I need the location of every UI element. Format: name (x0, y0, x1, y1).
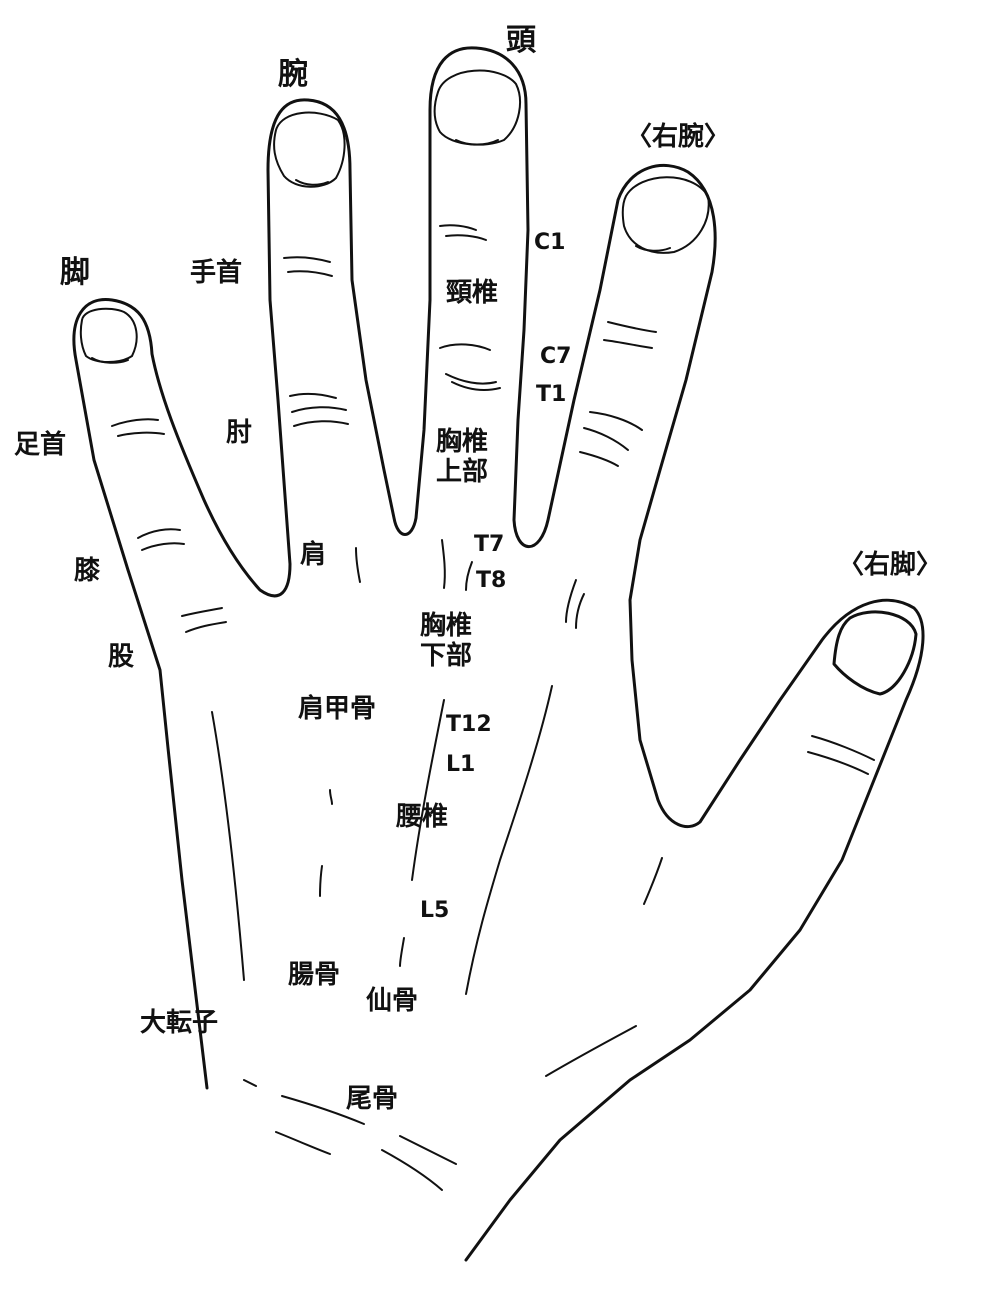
nail-middle (435, 71, 521, 145)
label-shoulder: 肩 (300, 542, 326, 568)
label-elbow: 肘 (226, 420, 252, 446)
label-l1: L1 (446, 754, 475, 776)
label-ankle: 足首 (14, 432, 66, 458)
label-sacrum: 仙骨 (366, 988, 418, 1014)
hand-outline (74, 48, 923, 1260)
label-thigh: 股 (108, 644, 134, 670)
label-trochanter: 大転子 (140, 1010, 218, 1036)
label-ilium: 腸骨 (288, 962, 340, 988)
label-cervical: 頸椎 (446, 280, 498, 306)
nail-index (623, 177, 709, 253)
label-scapula: 肩甲骨 (298, 696, 376, 722)
label-thoracic-upper-line2: 上部 (436, 458, 488, 488)
label-lumbar: 腰椎 (396, 804, 448, 830)
label-knee: 膝 (74, 558, 100, 584)
label-c1: C1 (534, 232, 565, 254)
label-t7: T7 (474, 534, 504, 556)
label-l5: L5 (420, 900, 449, 922)
nail-ring (274, 113, 345, 187)
label-thoracic-lower: 胸椎 下部 (420, 612, 472, 672)
label-t1: T1 (536, 384, 566, 406)
label-c7: C7 (540, 346, 571, 368)
finger-label-little: 脚 (60, 258, 90, 288)
finger-label-middle: 頭 (506, 26, 536, 56)
label-thoracic-upper: 胸椎 上部 (436, 428, 488, 488)
nail-little (81, 309, 137, 362)
finger-label-thumb: 〈右脚〉 (838, 552, 942, 578)
finger-label-ring: 腕 (278, 60, 308, 90)
label-thoracic-lower-line2: 下部 (420, 642, 472, 672)
label-coccyx: 尾骨 (346, 1086, 398, 1112)
label-thoracic-upper-line1: 胸椎 (436, 428, 488, 458)
label-t12: T12 (446, 714, 492, 736)
nail-thumb (834, 612, 916, 694)
label-wrist: 手首 (190, 260, 242, 286)
finger-label-index: 〈右腕〉 (626, 124, 730, 150)
label-t8: T8 (476, 570, 506, 592)
label-thoracic-lower-line1: 胸椎 (420, 612, 472, 642)
